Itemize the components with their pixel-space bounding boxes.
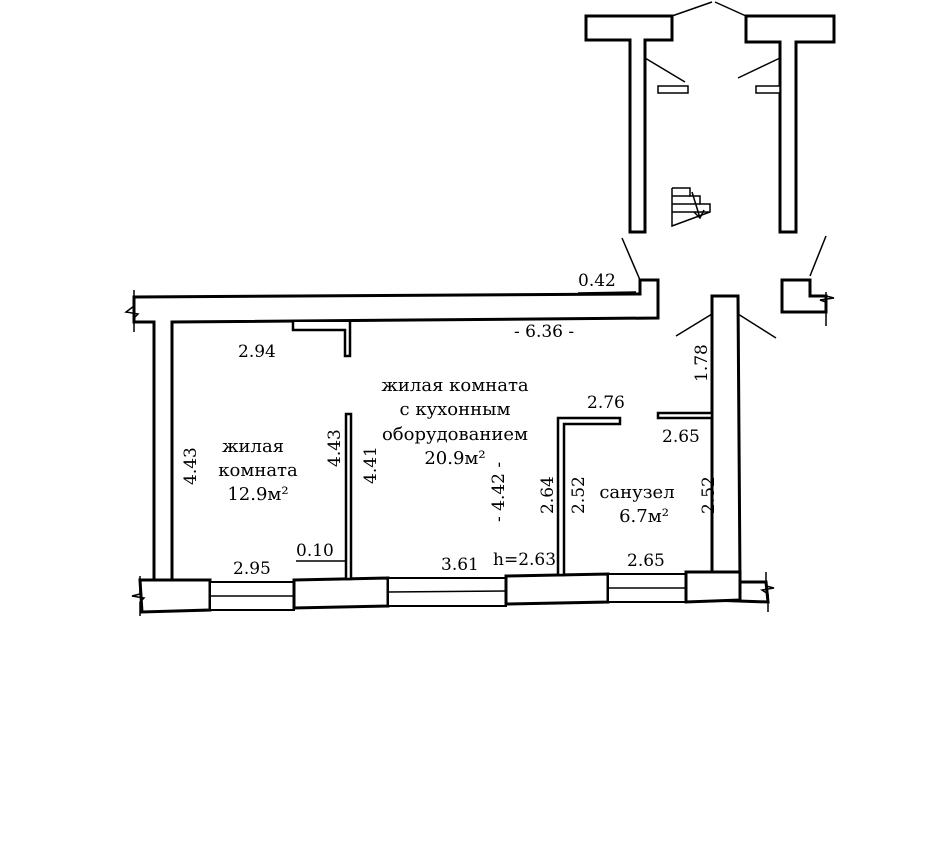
stairwell [584, 1, 836, 326]
room-label: жилая [222, 436, 284, 457]
dimension: 2.64 [538, 476, 558, 514]
room-label: комната [218, 460, 298, 481]
room-label: с кухонным [400, 399, 511, 420]
room-label: санузел [599, 482, 674, 503]
dimension: 3.61 [441, 555, 479, 575]
room-area: 12.9м² [227, 484, 288, 505]
dimension: 4.43 [325, 429, 345, 467]
walls [124, 278, 777, 616]
dimension: 4.43 [181, 447, 201, 485]
partitions [291, 322, 714, 581]
stairs-icon [671, 187, 711, 228]
dimension: 2.52 [569, 476, 589, 514]
room-label: жилая комната [381, 375, 529, 396]
dimension: 2.65 [627, 551, 665, 571]
dimension: 2.52 [699, 476, 719, 514]
room-area: 6.7м² [619, 506, 669, 527]
dimension: - 4.42 - [489, 462, 509, 522]
dimension: - 6.36 - [514, 322, 574, 342]
dimension: 2.76 [587, 393, 625, 413]
room-area: 20.9м² [424, 448, 485, 469]
dimension: 4.41 [361, 446, 381, 484]
dimension: 1.78 [692, 344, 712, 382]
dimension: 2.65 [662, 427, 700, 447]
ceiling-height: h=2.63 [493, 550, 556, 570]
dimension: 2.95 [233, 559, 271, 579]
dimension: 0.42 [578, 271, 616, 291]
dimension: 0.10 [296, 541, 334, 561]
room-label: оборудованием [382, 424, 528, 445]
dimension: 2.94 [238, 342, 276, 362]
